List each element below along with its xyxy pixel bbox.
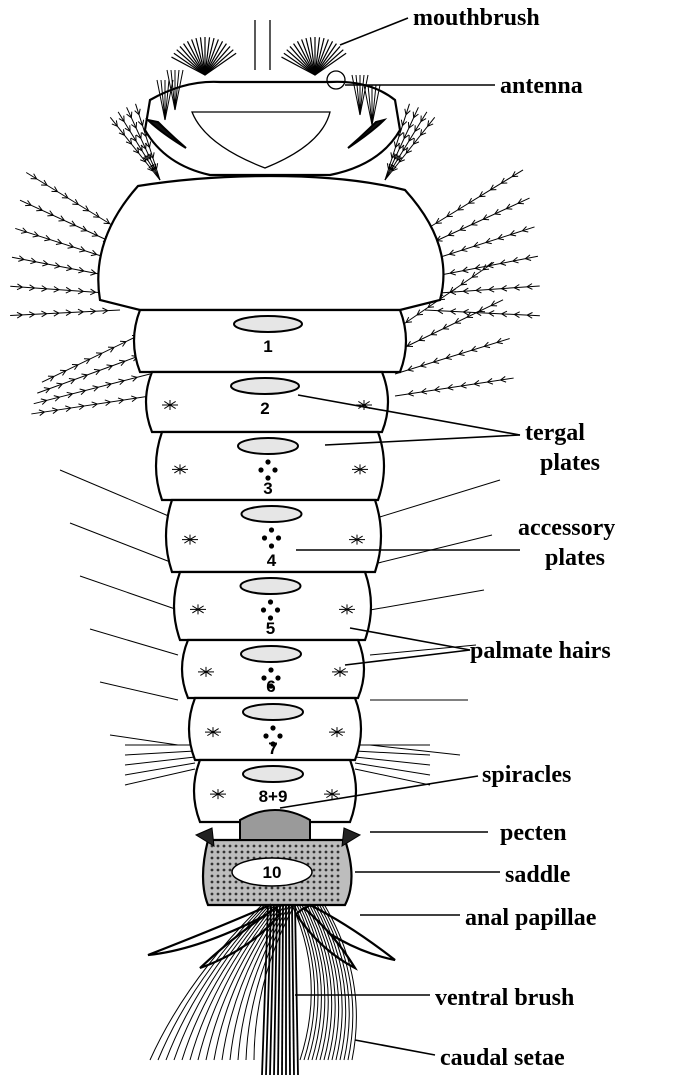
palmate-hair <box>349 535 365 545</box>
label-tergal-line2: plates <box>540 450 600 476</box>
label-mouthbrush: mouthbrush <box>413 5 540 31</box>
palmate-hair <box>324 789 340 799</box>
abdominal-segment: 4 <box>166 500 381 572</box>
abdominal-segment: 2 <box>146 372 388 432</box>
palmate-hair <box>210 789 226 799</box>
label-anal-papillae: anal papillae <box>465 905 597 931</box>
segment-number: 8+9 <box>259 787 288 806</box>
palmate-hair <box>329 727 345 737</box>
palmate-hair <box>205 727 221 737</box>
abdominal-segment: 1 <box>134 310 406 372</box>
tergal-plate <box>238 438 298 454</box>
abdominal-segment: 7 <box>189 698 361 760</box>
label-tergal-line1: tergal <box>525 420 585 446</box>
palmate-hair <box>172 464 188 474</box>
siphon-base <box>240 810 310 840</box>
palmate-hair <box>190 604 206 614</box>
abdominal-segment: 3 <box>156 432 384 500</box>
label-accessory-line2: plates <box>545 545 605 571</box>
segment-number: 1 <box>263 337 272 356</box>
abdominal-segment: 5 <box>174 572 371 640</box>
saddle-segment: 10 <box>196 810 360 905</box>
abdominal-segment: 6 <box>182 640 364 698</box>
tergal-plate <box>243 704 303 720</box>
palmate-hair <box>352 464 368 474</box>
tergal-plate <box>242 506 302 522</box>
labels: mouthbrush antenna tergal plates accesso… <box>413 5 615 1071</box>
palmate-hair <box>182 535 198 545</box>
segment-number: 6 <box>266 677 275 696</box>
label-palmate-hairs: palmate hairs <box>470 638 611 664</box>
tergal-plate <box>241 578 301 594</box>
palmate-hair <box>198 667 214 677</box>
segment-number: 2 <box>260 399 269 418</box>
tergal-plate <box>231 378 299 394</box>
palmate-hair <box>332 667 348 677</box>
label-accessory-line1: accessory <box>518 515 615 541</box>
palmate-hair <box>162 400 178 410</box>
segment-number: 3 <box>263 479 272 498</box>
label-spiracles: spiracles <box>482 762 571 788</box>
segment-number: 7 <box>268 739 277 758</box>
tergal-plate <box>234 316 302 332</box>
label-ventral-brush: ventral brush <box>435 985 574 1011</box>
segment-number: 4 <box>267 551 277 570</box>
tergal-plate <box>243 766 303 782</box>
label-saddle: saddle <box>505 862 571 888</box>
segment-number: 5 <box>266 619 275 638</box>
tergal-plate <box>241 646 301 662</box>
label-pecten: pecten <box>500 820 567 846</box>
label-antenna: antenna <box>500 73 583 99</box>
label-caudal-setae: caudal setae <box>440 1045 565 1071</box>
palmate-hair <box>339 604 355 614</box>
thorax <box>98 176 443 310</box>
segment-number-10: 10 <box>263 863 282 882</box>
